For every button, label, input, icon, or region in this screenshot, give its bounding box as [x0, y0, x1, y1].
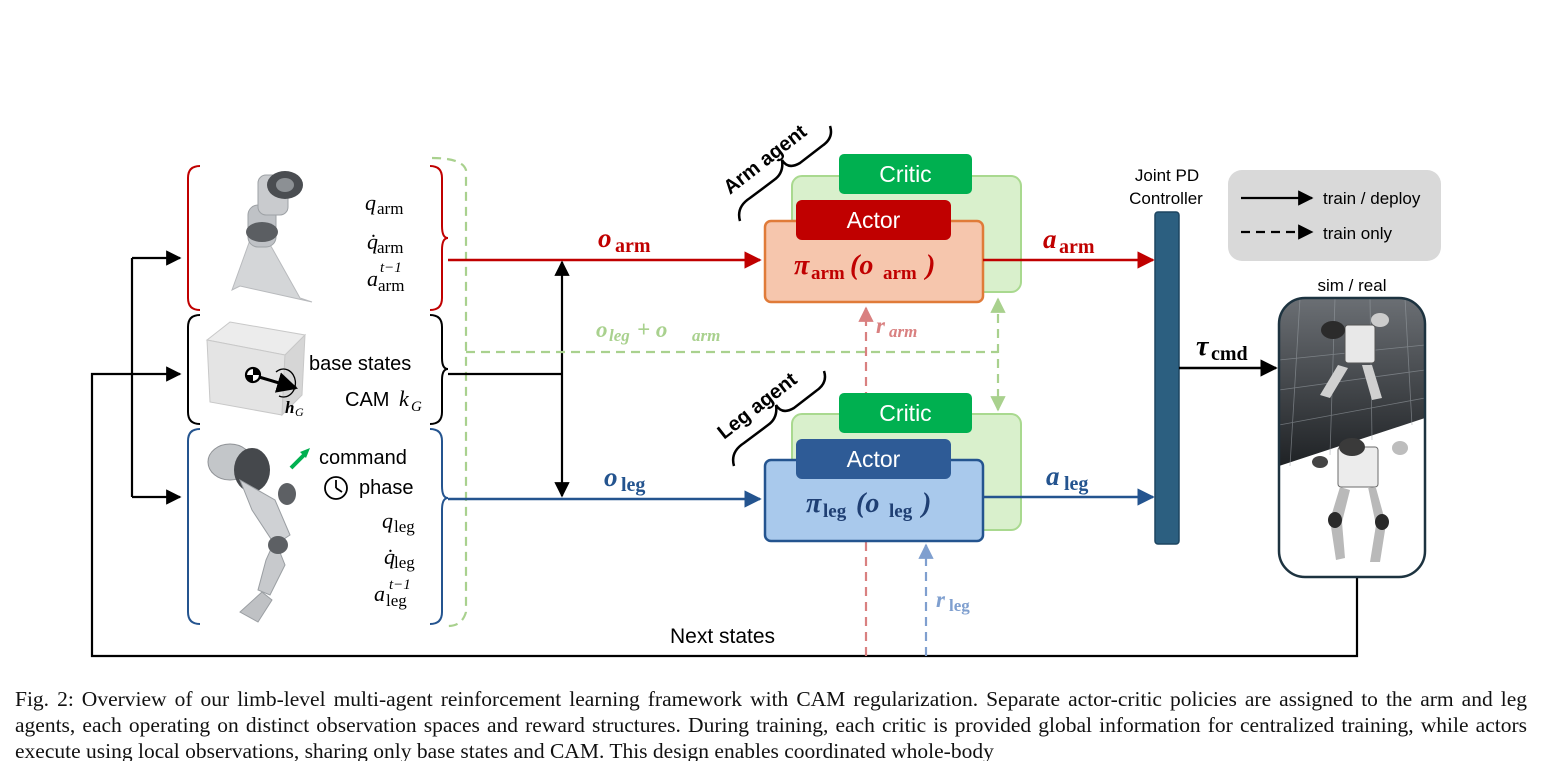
leg-critic-header — [839, 393, 972, 433]
arm-actor-label: Actor — [847, 207, 901, 233]
robot-panel — [1277, 296, 1427, 579]
arm-left-brace — [187, 165, 201, 311]
a-leg-sup: t−1 — [389, 577, 411, 593]
r-arm-label: r — [876, 313, 886, 338]
o-global-sub2: arm — [692, 326, 720, 345]
o-arm-label: o — [598, 223, 612, 253]
cam-k-label: k — [399, 386, 410, 411]
sim-real-label: sim / real — [1318, 276, 1387, 295]
leg-robot-image — [207, 443, 296, 623]
figure-caption: Fig. 2: Overview of our limb-level multi… — [15, 687, 1527, 761]
leg-agent-brace — [731, 370, 827, 467]
arm-actor-header — [796, 200, 951, 240]
arm-robot-image — [231, 171, 313, 303]
a-arm-action-label: a — [1043, 224, 1057, 254]
arm-agent: Arm agent Critic Actor π arm (o arm ) — [720, 121, 1022, 304]
robot-panel-frame — [1277, 296, 1427, 579]
qdot-leg-label: q̇ — [384, 544, 395, 569]
q-leg-label: q — [382, 508, 393, 533]
svg-text:(o: (o — [850, 250, 873, 281]
svg-text:): ) — [923, 250, 935, 281]
q-leg-sub: leg — [394, 517, 415, 536]
base-left-brace — [187, 314, 201, 425]
feedback-loop-line — [90, 366, 1359, 658]
o-leg-sub: leg — [621, 474, 645, 496]
r-leg-sub: leg — [949, 596, 970, 615]
legend: train / deploy train only — [1228, 170, 1441, 261]
leg-left-brace — [187, 428, 201, 625]
a-leg-sub: leg — [386, 591, 407, 610]
svg-text:leg: leg — [889, 501, 913, 522]
h-sub: G — [295, 405, 304, 419]
command-label: command — [319, 447, 407, 469]
cam-label: CAM — [345, 389, 389, 411]
real-robot-image — [1312, 438, 1408, 562]
qdot-arm-label: q̇ — [367, 229, 378, 254]
svg-text:(o: (o — [856, 488, 879, 519]
joint-pd-controller-bar — [1154, 211, 1180, 545]
command-arrow-head-icon — [300, 448, 310, 458]
base-observation-labels: base states CAM k G h G — [285, 353, 422, 419]
a-leg-action-label: a — [1046, 461, 1060, 491]
controller-label-line1: Joint PD — [1135, 166, 1199, 185]
a-arm-sup: t−1 — [380, 260, 402, 276]
clock-icon — [324, 476, 348, 500]
o-arm-sub: arm — [615, 235, 651, 257]
r-leg-label: r — [936, 587, 946, 612]
leg-agent: Leg agent Critic Actor π leg (o leg ) — [714, 368, 1022, 543]
svg-text:π: π — [806, 488, 822, 519]
leg-observation-labels: command phase q leg q̇ leg a leg t−1 — [289, 447, 415, 610]
phase-label: phase — [359, 477, 414, 499]
leg-actor-label: Actor — [847, 446, 901, 472]
arm-observation-labels: q arm q̇ arm a arm t−1 — [365, 190, 404, 295]
arm-agent-brace — [737, 125, 833, 222]
framework-diagram: q arm q̇ arm a arm t−1 base states CAM k… — [90, 121, 1441, 658]
leg-actor-header — [796, 439, 951, 479]
arm-policy-label: π arm (o arm ) — [794, 250, 935, 284]
leg-policy-label: π leg (o leg ) — [806, 488, 931, 522]
legend-solid-label: train / deploy — [1323, 189, 1421, 208]
o-global-label: o — [596, 317, 608, 342]
q-arm-label: q — [365, 190, 376, 215]
base-states-label: base states — [309, 353, 411, 375]
svg-text:): ) — [919, 488, 931, 519]
o-global-sub1: leg — [609, 326, 630, 345]
next-states-label: Next states — [670, 625, 775, 648]
q-arm-sub: arm — [377, 199, 403, 218]
svg-text:leg: leg — [823, 501, 847, 522]
svg-text:arm: arm — [811, 263, 845, 284]
cam-k-sub: G — [411, 399, 422, 415]
arm-critic-header — [839, 154, 972, 194]
a-leg-action-sub: leg — [1064, 473, 1088, 495]
controller-label-line2: Controller — [1129, 189, 1203, 208]
a-leg-label: a — [374, 581, 385, 606]
arm-critic-label: Critic — [879, 161, 931, 187]
leg-right-brace — [429, 428, 449, 625]
sim-robot-image — [1320, 313, 1389, 400]
r-arm-sub: arm — [889, 322, 917, 341]
legend-dashed-label: train only — [1323, 224, 1392, 243]
base-cube-image — [205, 321, 307, 417]
leg-critic-label: Critic — [879, 400, 931, 426]
qdot-arm-sub: arm — [377, 238, 403, 257]
svg-text:π: π — [794, 250, 810, 281]
o-leg-label: o — [604, 462, 618, 492]
tau-label: τ — [1196, 331, 1210, 362]
a-arm-sub: arm — [378, 276, 404, 295]
h-label: h — [285, 398, 294, 417]
a-arm-action-sub: arm — [1059, 236, 1095, 258]
svg-text:arm: arm — [883, 263, 917, 284]
tau-sub: cmd — [1211, 343, 1248, 365]
global-dashed-brace — [431, 156, 468, 628]
o-global-plus: + o — [637, 317, 667, 342]
qdot-leg-sub: leg — [394, 553, 415, 572]
base-right-brace — [429, 314, 449, 425]
a-arm-label: a — [367, 266, 378, 291]
sim-panel — [1279, 298, 1425, 466]
arm-right-brace — [429, 165, 449, 311]
